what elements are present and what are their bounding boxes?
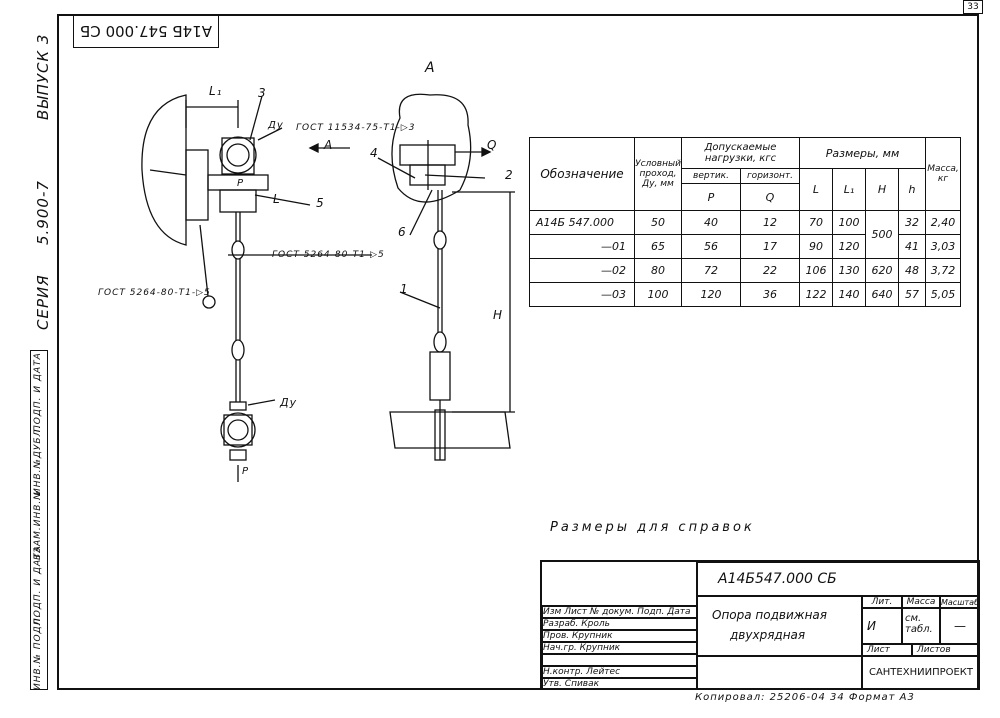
role-row-5: Н.контр. Лейтес (542, 666, 697, 678)
th-hh: h (898, 168, 926, 211)
th-q: Q (740, 183, 800, 211)
table-row: —03 100 120 36 122 140 640 57 5,05 (529, 282, 961, 307)
lit-label: Лит. (862, 596, 902, 608)
scale-label: Масштаб (940, 596, 980, 608)
reference-note: Размеры для справок (550, 520, 755, 535)
label-du: Ду (268, 120, 284, 131)
revision-blank (542, 562, 697, 606)
organization: САНТЕХНИИПРОЕКТ (862, 656, 980, 690)
th-pass: Условный проход, Ду, мм (634, 137, 682, 211)
dim-h: Н (493, 308, 504, 322)
th-h: H (865, 168, 899, 211)
role-row-1: Разраб. Кроль (542, 618, 697, 630)
view-a-wall (391, 93, 472, 203)
th-dims: Размеры, мм (799, 137, 926, 169)
copy-line: Копировал: 25206-04 34 Формат А3 (695, 692, 915, 703)
gost-note-1: ГОСТ 11534-75-Т1-▷3 (296, 123, 416, 133)
top-code-box: А14Б 547.000 СБ (73, 14, 219, 48)
th-designation: Обозначение (529, 137, 635, 211)
th-l: L (799, 168, 833, 211)
th-loads: Допускаемые нагрузки, кгс (681, 137, 800, 169)
label-p-upper: P (237, 178, 245, 189)
wall-section (141, 94, 187, 246)
label-q: Q (487, 138, 498, 152)
th-mass: Масса, кг (925, 137, 961, 211)
side-strip (30, 350, 48, 690)
doc-title: Опора подвижная двухрядная (697, 596, 862, 656)
bracket-base (219, 189, 257, 213)
dim-l1: L₁ (209, 84, 223, 98)
callout-6: 6 (398, 225, 407, 239)
pipe-lower-outer (220, 412, 256, 448)
title-empty (697, 656, 862, 690)
role-row-4 (542, 654, 697, 666)
page-number: 33 (963, 0, 983, 14)
callout-2: 2 (505, 168, 514, 182)
pipe-clamp (221, 137, 255, 175)
lit-value: И (862, 608, 902, 644)
pipe-upper-outer (219, 136, 257, 174)
dim-l: L (273, 192, 281, 206)
role-row-2: Пров. Крупник (542, 630, 697, 642)
gost-note-2: ГОСТ 5264-80-Т1-▷5 (272, 250, 385, 260)
th-l1: L₁ (832, 168, 866, 211)
revision-header: Изм Лист № докум. Подп. Дата (542, 606, 697, 618)
th-horiz: горизонт. (740, 168, 800, 184)
role-row-3: Нач.гр. Крупник (542, 642, 697, 654)
callout-4: 4 (370, 146, 379, 160)
pipe-lower-inner (227, 419, 249, 441)
callout-3: 3 (258, 86, 267, 100)
spec-table: Обозначение Условный проход, Ду, мм Допу… (529, 137, 961, 307)
callout-5: 5 (316, 196, 325, 210)
sheet-label: Лист (862, 644, 912, 656)
table-row: —02 80 72 22 106 130 620 48 3,72 (529, 258, 961, 283)
mass-value: см. табл. (902, 608, 940, 644)
role-row-6: Утв. Спивак (542, 678, 697, 690)
arrow-a-label: А (324, 138, 334, 152)
scale-value: — (940, 608, 980, 644)
mass-label: Масса (902, 596, 940, 608)
sheets-label: Листов (912, 644, 980, 656)
view-a-beam (389, 411, 511, 449)
callout-1: 1 (400, 282, 409, 296)
label-du-lower: Ду (280, 396, 298, 409)
doc-code: А14Б547.000 СБ (697, 562, 980, 596)
title-block: Изм Лист № докум. Подп. Дата Разраб. Кро… (540, 560, 980, 690)
label-p-lower: P (242, 466, 250, 477)
drawing-frame (57, 14, 979, 690)
th-vert: вертик. (681, 168, 741, 184)
th-p: P (681, 183, 741, 211)
wall-plate (185, 149, 209, 221)
view-a-label: А (425, 60, 436, 76)
pipe-upper-inner (226, 143, 250, 167)
table-row: А14Б 547.000 50 40 12 70 100 500 32 2,40 (529, 210, 961, 259)
gost-note-3: ГОСТ 5264-80-Т1-▷5 (98, 288, 211, 298)
